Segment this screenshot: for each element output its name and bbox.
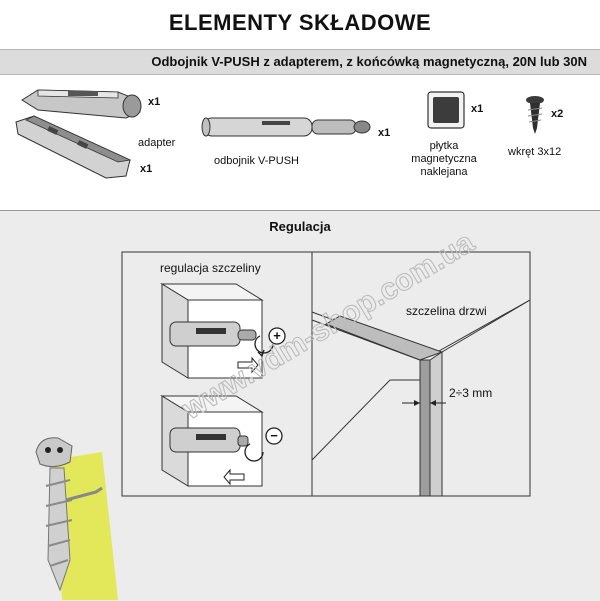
cabinet-plus-drawing [160, 283, 274, 379]
screw-label: wkręt 3x12 [508, 146, 562, 158]
regulation-frame [121, 251, 531, 497]
door-frame-drawing [311, 299, 531, 497]
adapter-bottom-quantity: x1 [140, 163, 153, 175]
adapter-top-drawing [21, 89, 142, 119]
plate-label-line3: naklejana [420, 166, 468, 178]
minus-sign: − [270, 428, 278, 443]
vpush-quantity: x1 [378, 127, 391, 139]
plate-quantity: x1 [471, 103, 484, 115]
plate-label: płytka magnetyczna naklejana [396, 140, 492, 179]
screw-drawing [526, 96, 544, 134]
adapter-bottom-drawing [15, 115, 132, 179]
plus-circle [268, 327, 286, 345]
adapter-label: adapter [138, 137, 176, 149]
vpush-drawing [201, 117, 371, 137]
subtitle: Odbojnik V-PUSH z adapterem, z końcówką … [151, 54, 587, 69]
gap-value: 2÷3 mm [449, 386, 493, 400]
gap-dimension [402, 400, 446, 406]
plate-label-line2: magnetyczna [411, 153, 477, 165]
magnetic-plate-drawing [427, 91, 465, 129]
plus-sign: + [273, 328, 281, 343]
screw-quantity: x2 [551, 108, 564, 120]
subtitle-bar [0, 49, 600, 75]
regulation-title: Regulacja [269, 219, 331, 234]
minus-circle [265, 427, 283, 445]
gap-adjust-label: regulacja szczeliny [160, 261, 261, 275]
page-title: ELEMENTY SKŁADOWE [168, 10, 432, 35]
cabinet-minus-drawing [160, 395, 264, 487]
door-gap-label: szczelina drzwi [406, 304, 487, 318]
adapter-top-quantity: x1 [148, 96, 161, 108]
plate-label-line1: płytka [429, 140, 459, 152]
vpush-label: odbojnik V-PUSH [214, 155, 299, 167]
parts-illustration [15, 89, 544, 179]
